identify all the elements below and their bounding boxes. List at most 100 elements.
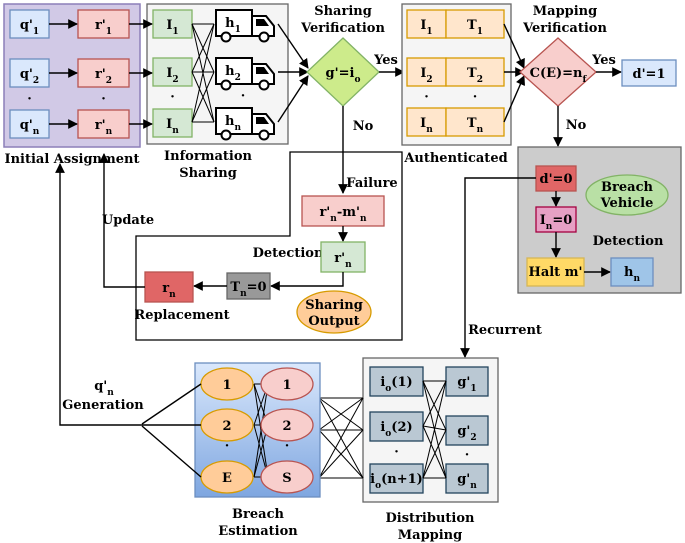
d-one-label: d'=1 [632, 67, 665, 82]
i-box-1 [152, 9, 193, 39]
io-label-1: io(1) [380, 375, 412, 394]
truck-icon-1 [215, 9, 275, 43]
distribution-mapping-label-2: Mapping [398, 528, 462, 543]
in-zero-box [535, 206, 577, 233]
auth-t-label-n: Tn [467, 116, 484, 135]
detection-loop-panel [135, 151, 403, 341]
sharing-output-label-2: Output [308, 314, 359, 329]
g-label-2: g'2 [457, 424, 476, 443]
est-left-1: 1 [222, 378, 231, 393]
mapping-g-column [445, 366, 489, 494]
initial-r-column: r'1 r'2 r'n [77, 9, 130, 139]
rprime-box [320, 241, 366, 273]
hn-box [610, 257, 654, 287]
i-box-n [152, 108, 193, 138]
io-dots: · [394, 445, 399, 460]
io-label-2: io(2) [380, 420, 412, 439]
i-label-n: In [166, 117, 179, 136]
auth-rows [406, 9, 505, 137]
auth-i-label-2: I2 [420, 66, 432, 85]
mapping-verification-label-2: Verification [522, 21, 607, 36]
halt-label: Halt m' [529, 265, 583, 280]
r-box-n [77, 109, 130, 139]
io-label-n: io(n+1) [370, 472, 423, 491]
mapping-cross-lines [422, 380, 447, 479]
estimation-to-generation-arrows [141, 383, 202, 478]
initial-q-column: q'1 q'2 q'n [9, 9, 50, 139]
g-label-1: g'1 [457, 375, 476, 394]
no-label-1: No [353, 119, 374, 134]
breach-estimation-label-1: Breach [232, 507, 284, 522]
estimation-left-nodes [200, 367, 254, 494]
h-label-n: hn [225, 114, 241, 133]
decision2-label: C(E)=nf [530, 66, 588, 85]
auth-i-label-n: In [420, 116, 433, 135]
replacement-label: Replacement [134, 308, 229, 323]
update-arrow [99, 153, 145, 288]
r-box-1 [77, 9, 130, 39]
rprime-label: r'n [334, 251, 352, 270]
r-label-2: r'2 [95, 67, 112, 86]
no-label-2: No [566, 118, 587, 133]
rm-label: r'n-m'n [319, 205, 367, 224]
mapping-io-column [369, 366, 424, 494]
breach-estimation-label-2: Estimation [218, 524, 298, 539]
q-dots: · [27, 92, 32, 107]
auth-t-dots: · [473, 90, 478, 105]
auth-i-label-1: I1 [420, 18, 432, 37]
distribution-mapping-label-1: Distribution [386, 511, 475, 526]
i-box-2 [152, 57, 193, 87]
est-left-dots: · [225, 439, 230, 454]
authenticated-label: Authenticated [403, 151, 507, 166]
information-sharing-label-1: Information [164, 149, 252, 164]
r-box-2 [77, 58, 130, 88]
i-dots: · [170, 90, 175, 105]
sharing-output-oval [296, 290, 372, 334]
g-dots: · [465, 448, 470, 463]
est-right-dots: · [285, 439, 290, 454]
breach-vehicle-label-1: Breach [601, 180, 653, 195]
truck-icon-2 [215, 57, 275, 91]
tn-label: Tn=0 [230, 280, 266, 299]
yes-label-1: Yes [373, 53, 398, 68]
information-sharing-label-2: Sharing [179, 166, 237, 181]
i-label-2: I2 [166, 66, 178, 85]
update-label: Update [102, 213, 154, 228]
est-right-1: 1 [282, 378, 291, 393]
auth-t-label-1: T1 [467, 18, 483, 37]
sharing-output-label-1: Sharing [305, 298, 363, 313]
rprime-to-tn-arrow [270, 272, 344, 291]
detection-label-1: Detection [253, 246, 324, 261]
sharing-cross-lines [191, 23, 215, 123]
failure-label: Failure [346, 176, 397, 191]
h-label-2: h2 [225, 64, 241, 83]
r-label-1: r'1 [95, 18, 112, 37]
sharing-verification-label-1: Sharing [314, 4, 372, 19]
generation-arrow [55, 163, 142, 426]
yes-label-2: Yes [591, 53, 616, 68]
detection-label-2: Detection [593, 234, 664, 249]
q-box-n [9, 109, 50, 139]
r-dots: · [101, 92, 106, 107]
in-zero-label: In=0 [540, 213, 573, 232]
auth-t-label-2: T2 [467, 66, 483, 85]
i-label-1: I1 [166, 18, 178, 37]
truck-to-decision-arrows [277, 23, 309, 123]
generation-label-1: q'n [94, 379, 114, 398]
hn-label: hn [624, 265, 640, 284]
rm-box [301, 195, 385, 227]
generation-label-2: Generation [62, 398, 144, 413]
h-dots: · [241, 89, 246, 104]
q-label-n: q'n [20, 118, 40, 137]
initial-assignment-label: Initial Assignment [5, 152, 140, 167]
recurrent-label: Recurrent [468, 323, 542, 338]
sharing-verification-label-2: Verification [300, 21, 385, 36]
auth-i-dots: · [424, 90, 429, 105]
d-zero-box [535, 165, 577, 192]
est-right-s: S [282, 471, 291, 486]
mapping-verification-label-1: Mapping [533, 4, 597, 19]
recurrent-arrow [460, 177, 536, 358]
sharing-i-column: I1 I2 In [152, 9, 193, 138]
rn-label: rn [162, 281, 176, 300]
